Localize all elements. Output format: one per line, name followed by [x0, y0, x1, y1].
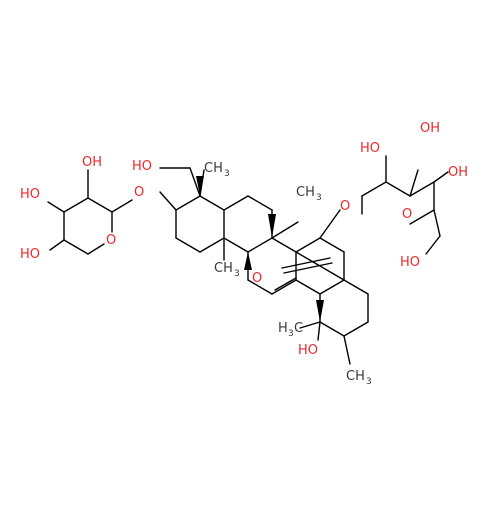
label-methyl-c4-sub: 3: [224, 169, 230, 179]
label-methyl-c19: CH: [346, 369, 365, 384]
ring-d: [295, 237, 345, 295]
label-ho-xyl-mid: HO: [20, 187, 40, 202]
label-ho-glc-ch2: HO: [400, 255, 420, 270]
ring-b: [223, 195, 273, 261]
atom-labels: OH HO HO O O HO CH 3 CH 3 CH 3 O O HO OH…: [20, 121, 468, 387]
label-methyl-c8: CH: [296, 185, 315, 200]
label-o-xyl-ring: O: [106, 233, 116, 248]
label-oh-glc-2: OH: [420, 121, 440, 136]
wedge-bonds: [196, 176, 324, 322]
label-ketone-o: O: [252, 271, 262, 286]
label-oh-glc-3: OH: [448, 165, 468, 180]
label-ho-xyl-bot: HO: [20, 247, 40, 262]
label-o-glc-ring: O: [402, 207, 412, 222]
xylose-ring: [47, 169, 133, 255]
label-hydroxymethyl: HO: [132, 159, 152, 174]
ring-a: [159, 167, 225, 253]
label-methyl-c10-sub: 3: [234, 269, 240, 279]
label-o-xyl-link: O: [134, 185, 144, 200]
label-methyl-c20-h: H: [278, 321, 288, 336]
label-oh-xyl-top: OH: [82, 155, 102, 170]
label-methyl-c8-sub: 3: [316, 193, 322, 203]
ring-e: [299, 279, 369, 365]
label-methyl-c10: CH: [214, 261, 233, 276]
label-ho-glc-1: HO: [360, 141, 380, 156]
ketone: [281, 209, 341, 274]
label-o-glc-link: O: [340, 199, 350, 214]
label-methyl-c20-sub: 3: [288, 329, 294, 339]
label-methyl-c20-c: C: [294, 321, 303, 336]
glucose-ring: [361, 155, 449, 255]
label-methyl-c4: CH: [204, 161, 223, 176]
label-methyl-c19-sub: 3: [366, 377, 372, 387]
label-oh-c20: HO: [298, 343, 318, 358]
